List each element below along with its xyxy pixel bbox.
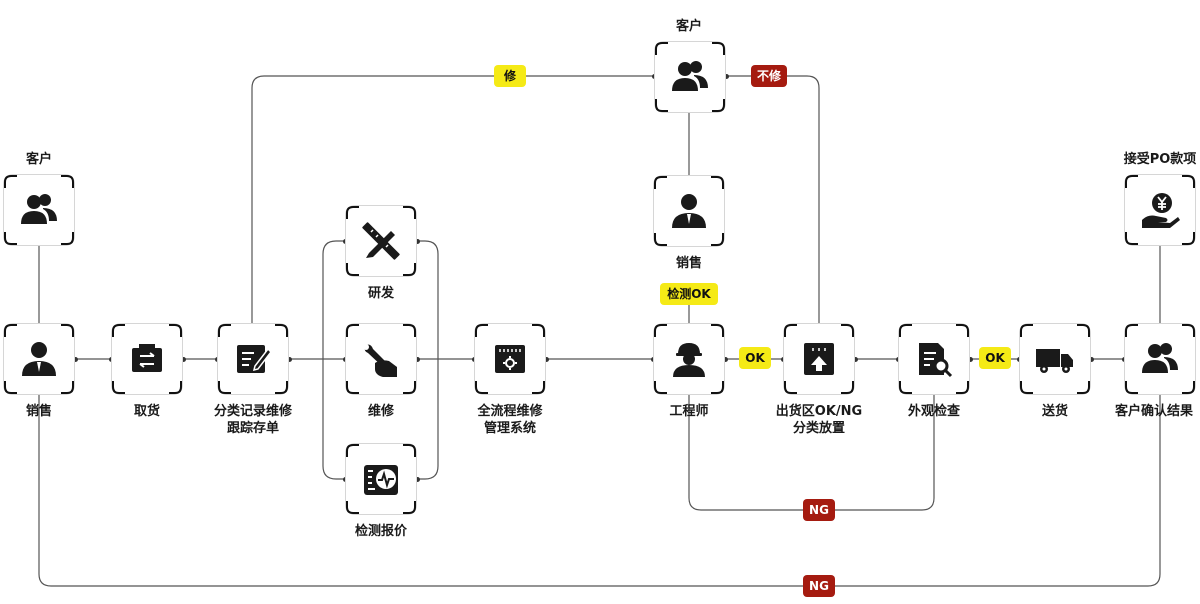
rnd-node — [345, 205, 417, 277]
inspect-quote-node — [345, 443, 417, 515]
edit-record-icon — [237, 345, 272, 373]
customer-icon — [21, 194, 57, 224]
sales-left-label: 销售 — [25, 404, 52, 419]
customer-confirm-label: 客户确认结果 — [1114, 404, 1193, 419]
classify-label-2: 跟踪存单 — [226, 421, 279, 436]
ruler-pencil-icon — [362, 222, 400, 260]
delivery-label: 送货 — [1041, 404, 1068, 419]
connector — [417, 240, 439, 480]
customer-top-node — [654, 41, 726, 113]
rnd-label: 研发 — [367, 286, 394, 301]
truck-icon — [1036, 349, 1073, 373]
po-payment-node — [1124, 174, 1196, 246]
customer-confirm-node — [1124, 323, 1196, 395]
ng-badge: NG — [803, 575, 835, 597]
visual-check-node — [898, 323, 970, 395]
pickup-label: 取货 — [133, 404, 160, 419]
salesperson-icon — [672, 194, 706, 228]
ok-badge: OK — [979, 347, 1011, 369]
wrench-hand-icon — [363, 344, 397, 377]
ok-badge: OK — [739, 347, 771, 369]
connector-dot — [723, 357, 728, 362]
sales-mid-label: 销售 — [675, 256, 702, 271]
connector — [322, 240, 345, 359]
delivery-node — [1019, 323, 1091, 395]
classify-record-node — [217, 323, 289, 395]
pickup-node — [111, 323, 183, 395]
po-label: 接受PO款项 — [1123, 152, 1197, 167]
connector — [38, 395, 1161, 587]
system-label-1: 全流程维修 — [477, 404, 543, 419]
connector — [322, 359, 345, 480]
inspect-quote-label: 检测报价 — [354, 524, 407, 539]
connector-dot — [415, 239, 420, 244]
connector — [251, 75, 654, 323]
system-label-2: 管理系统 — [483, 421, 536, 436]
ng-badge: NG — [803, 499, 835, 521]
test-report-icon — [364, 465, 398, 495]
customer-icon — [672, 61, 708, 91]
yuan-payment-icon — [1142, 193, 1180, 228]
repair-label: 维修 — [367, 404, 394, 419]
sales-left-node — [3, 323, 75, 395]
engineer-icon — [673, 343, 705, 377]
customer-icon — [1142, 343, 1178, 373]
connector-dot — [415, 357, 420, 362]
repair-badge: 修 — [494, 65, 526, 87]
management-system-icon — [495, 345, 525, 373]
pickup-icon — [132, 344, 162, 372]
sales-mid-node — [653, 175, 725, 247]
shipping-box-icon — [804, 343, 834, 375]
management-system-node — [474, 323, 546, 395]
no-repair-badge: 不修 — [751, 65, 787, 87]
connector — [726, 75, 820, 323]
connector-dot — [1089, 357, 1094, 362]
connector-dot — [853, 357, 858, 362]
connector-dot — [968, 357, 973, 362]
visual-check-label: 外观检查 — [907, 404, 960, 419]
shipping-label-2: 分类放置 — [792, 421, 845, 436]
engineer-node — [653, 323, 725, 395]
test-ok-badge: 检测OK — [660, 283, 718, 305]
connector-dot — [724, 74, 729, 79]
customer-top-label: 客户 — [675, 19, 702, 34]
customer-left-node — [3, 174, 75, 246]
document-search-icon — [919, 343, 953, 378]
connector-dot — [73, 357, 78, 362]
engineer-label: 工程师 — [669, 404, 709, 419]
customer-left-label: 客户 — [25, 152, 52, 167]
connector-dot — [181, 357, 186, 362]
shipping-area-node — [783, 323, 855, 395]
connector-dot — [544, 357, 549, 362]
salesperson-icon — [22, 342, 56, 376]
connector-dot — [415, 477, 420, 482]
repair-node — [345, 323, 417, 395]
shipping-label-1: 出货区OK/NG — [775, 404, 863, 419]
connector-dot — [287, 357, 292, 362]
classify-label-1: 分类记录维修 — [213, 404, 292, 419]
